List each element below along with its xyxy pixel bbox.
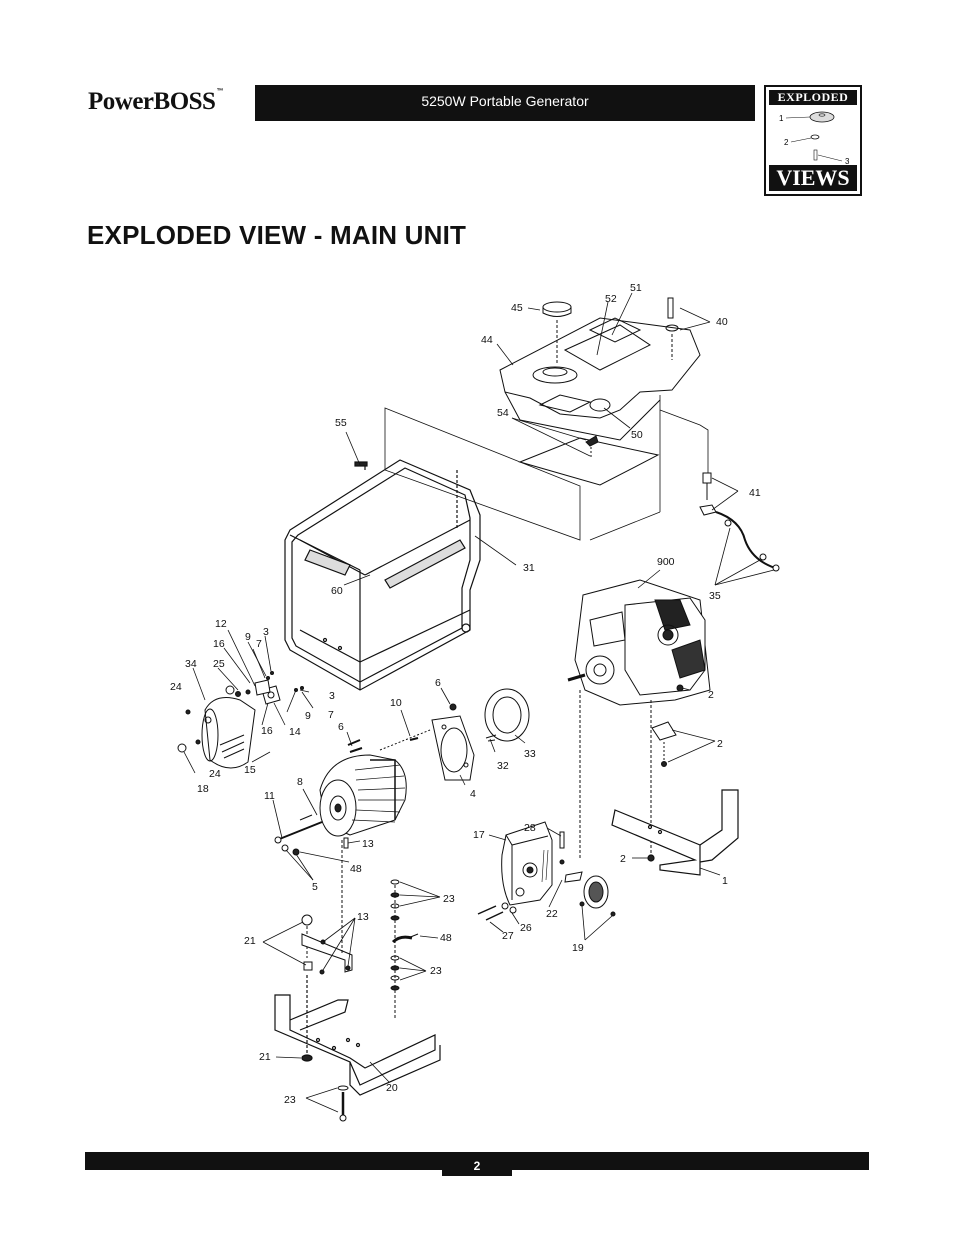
- callout-24a: 24: [170, 681, 182, 693]
- callout-12: 12: [215, 618, 227, 630]
- left-mount-bracket: [301, 840, 353, 975]
- trademark-symbol: ™: [216, 88, 223, 95]
- callout-51: 51: [630, 282, 642, 294]
- base-rail-1: [611, 789, 739, 876]
- fuel-valve-line: [699, 472, 780, 572]
- callout-23c: 23: [284, 1094, 296, 1106]
- callout-14: 14: [289, 726, 301, 738]
- callout-1: 1: [722, 875, 728, 887]
- base-rail-20: [274, 975, 441, 1096]
- bottom-bolt: [337, 1085, 349, 1122]
- page-title: EXPLODED VIEW - MAIN UNIT: [87, 220, 467, 250]
- callout-32: 32: [497, 760, 509, 772]
- callout-31: 31: [523, 562, 535, 574]
- callout-50: 50: [631, 429, 643, 441]
- callout-28: 28: [524, 822, 536, 834]
- grommet-54: [585, 435, 599, 458]
- spark-arrestor-screen: [579, 875, 616, 917]
- callout-9b: 9: [305, 710, 311, 722]
- callout-33: 33: [524, 748, 536, 760]
- callout-34: 34: [185, 658, 197, 670]
- callout-4: 4: [470, 788, 476, 800]
- callout-35: 35: [709, 590, 721, 602]
- callout-55: 55: [335, 417, 347, 429]
- callout-40: 40: [716, 316, 728, 328]
- callout-2a: 2: [708, 689, 714, 701]
- callout-labels: 45 52 51 40 44 54 50 55 41 31 900 35 60 …: [170, 282, 761, 1106]
- callout-18: 18: [197, 783, 209, 795]
- brand-name: PowerBOSS: [88, 88, 216, 115]
- callout-15: 15: [244, 764, 256, 776]
- callout-23a: 23: [443, 893, 455, 905]
- callout-25: 25: [213, 658, 225, 670]
- brush-assembly: [225, 671, 304, 705]
- muffler: [501, 821, 583, 906]
- callout-21a: 21: [244, 935, 256, 947]
- callout-9a: 9: [245, 631, 251, 643]
- callout-45: 45: [511, 302, 523, 314]
- engine: [567, 579, 711, 860]
- badge-callout-2: 2: [784, 138, 789, 147]
- fan-shroud-gasket: [484, 688, 530, 742]
- exploded-view-diagram: 45 52 51 40 44 54 50 55 41 31 900 35 60 …: [170, 282, 780, 1122]
- callout-48a: 48: [350, 863, 362, 875]
- callout-13b: 13: [357, 911, 369, 923]
- callout-6b: 6: [338, 721, 344, 733]
- badge-mini-diagram: 1 2 3: [779, 111, 850, 166]
- callout-41: 41: [749, 487, 761, 499]
- muffler-bolts: [477, 902, 517, 921]
- brand-logo: PowerBOSS™: [88, 88, 223, 116]
- callout-6a: 6: [435, 677, 441, 689]
- through-bolts: [274, 737, 419, 856]
- callout-3b: 3: [329, 690, 335, 702]
- fuel-tank: [499, 317, 701, 441]
- callout-19: 19: [572, 942, 584, 954]
- exploded-views-badge: EXPLODED 1 2 3 VIEWS: [764, 85, 862, 196]
- fuel-cap: [542, 301, 572, 365]
- callout-52: 52: [605, 293, 617, 305]
- product-name: 5250W Portable Generator: [421, 93, 589, 109]
- callout-7b: 7: [328, 709, 334, 721]
- tank-pad: [518, 437, 660, 486]
- callout-48b: 48: [440, 932, 452, 944]
- callout-3a: 3: [263, 626, 269, 638]
- badge-top-text: EXPLODED: [769, 90, 857, 105]
- callout-7a: 7: [256, 638, 262, 650]
- callout-60: 60: [331, 585, 343, 597]
- callout-8: 8: [297, 776, 303, 788]
- callout-26: 26: [520, 922, 532, 934]
- badge-callout-3: 3: [845, 157, 850, 166]
- callout-21b: 21: [259, 1051, 271, 1063]
- callout-13a: 13: [362, 838, 374, 850]
- engine-mount-bracket: [651, 721, 677, 767]
- alternator-stator: [319, 729, 431, 837]
- adapter-plate: [431, 703, 475, 781]
- leader-lines: [183, 292, 775, 1113]
- callout-27: 27: [502, 930, 514, 942]
- callout-23b: 23: [430, 965, 442, 977]
- badge-callout-1: 1: [779, 114, 784, 123]
- callout-16a: 16: [213, 638, 225, 650]
- callout-54: 54: [497, 407, 509, 419]
- frame-main: [284, 459, 481, 691]
- frame-guide-lines: [384, 395, 709, 541]
- header-product-bar: 5250W Portable Generator: [255, 85, 755, 121]
- callout-16b: 16: [261, 725, 273, 737]
- tank-bracket-bolts: [665, 297, 679, 360]
- vibration-mounts: [390, 879, 419, 1020]
- callout-10: 10: [390, 697, 402, 709]
- callout-44: 44: [481, 334, 493, 346]
- callout-17: 17: [473, 829, 485, 841]
- callout-5: 5: [312, 881, 318, 893]
- callout-2c: 2: [620, 853, 626, 865]
- page-number: 2: [442, 1152, 512, 1176]
- callout-22: 22: [546, 908, 558, 920]
- callout-900: 900: [657, 556, 675, 568]
- end-cover: [177, 697, 256, 769]
- callout-24b: 24: [209, 768, 221, 780]
- badge-bottom-text: VIEWS: [769, 165, 857, 191]
- callout-11: 11: [264, 790, 275, 802]
- callout-20: 20: [386, 1082, 398, 1094]
- callout-2b: 2: [717, 738, 723, 750]
